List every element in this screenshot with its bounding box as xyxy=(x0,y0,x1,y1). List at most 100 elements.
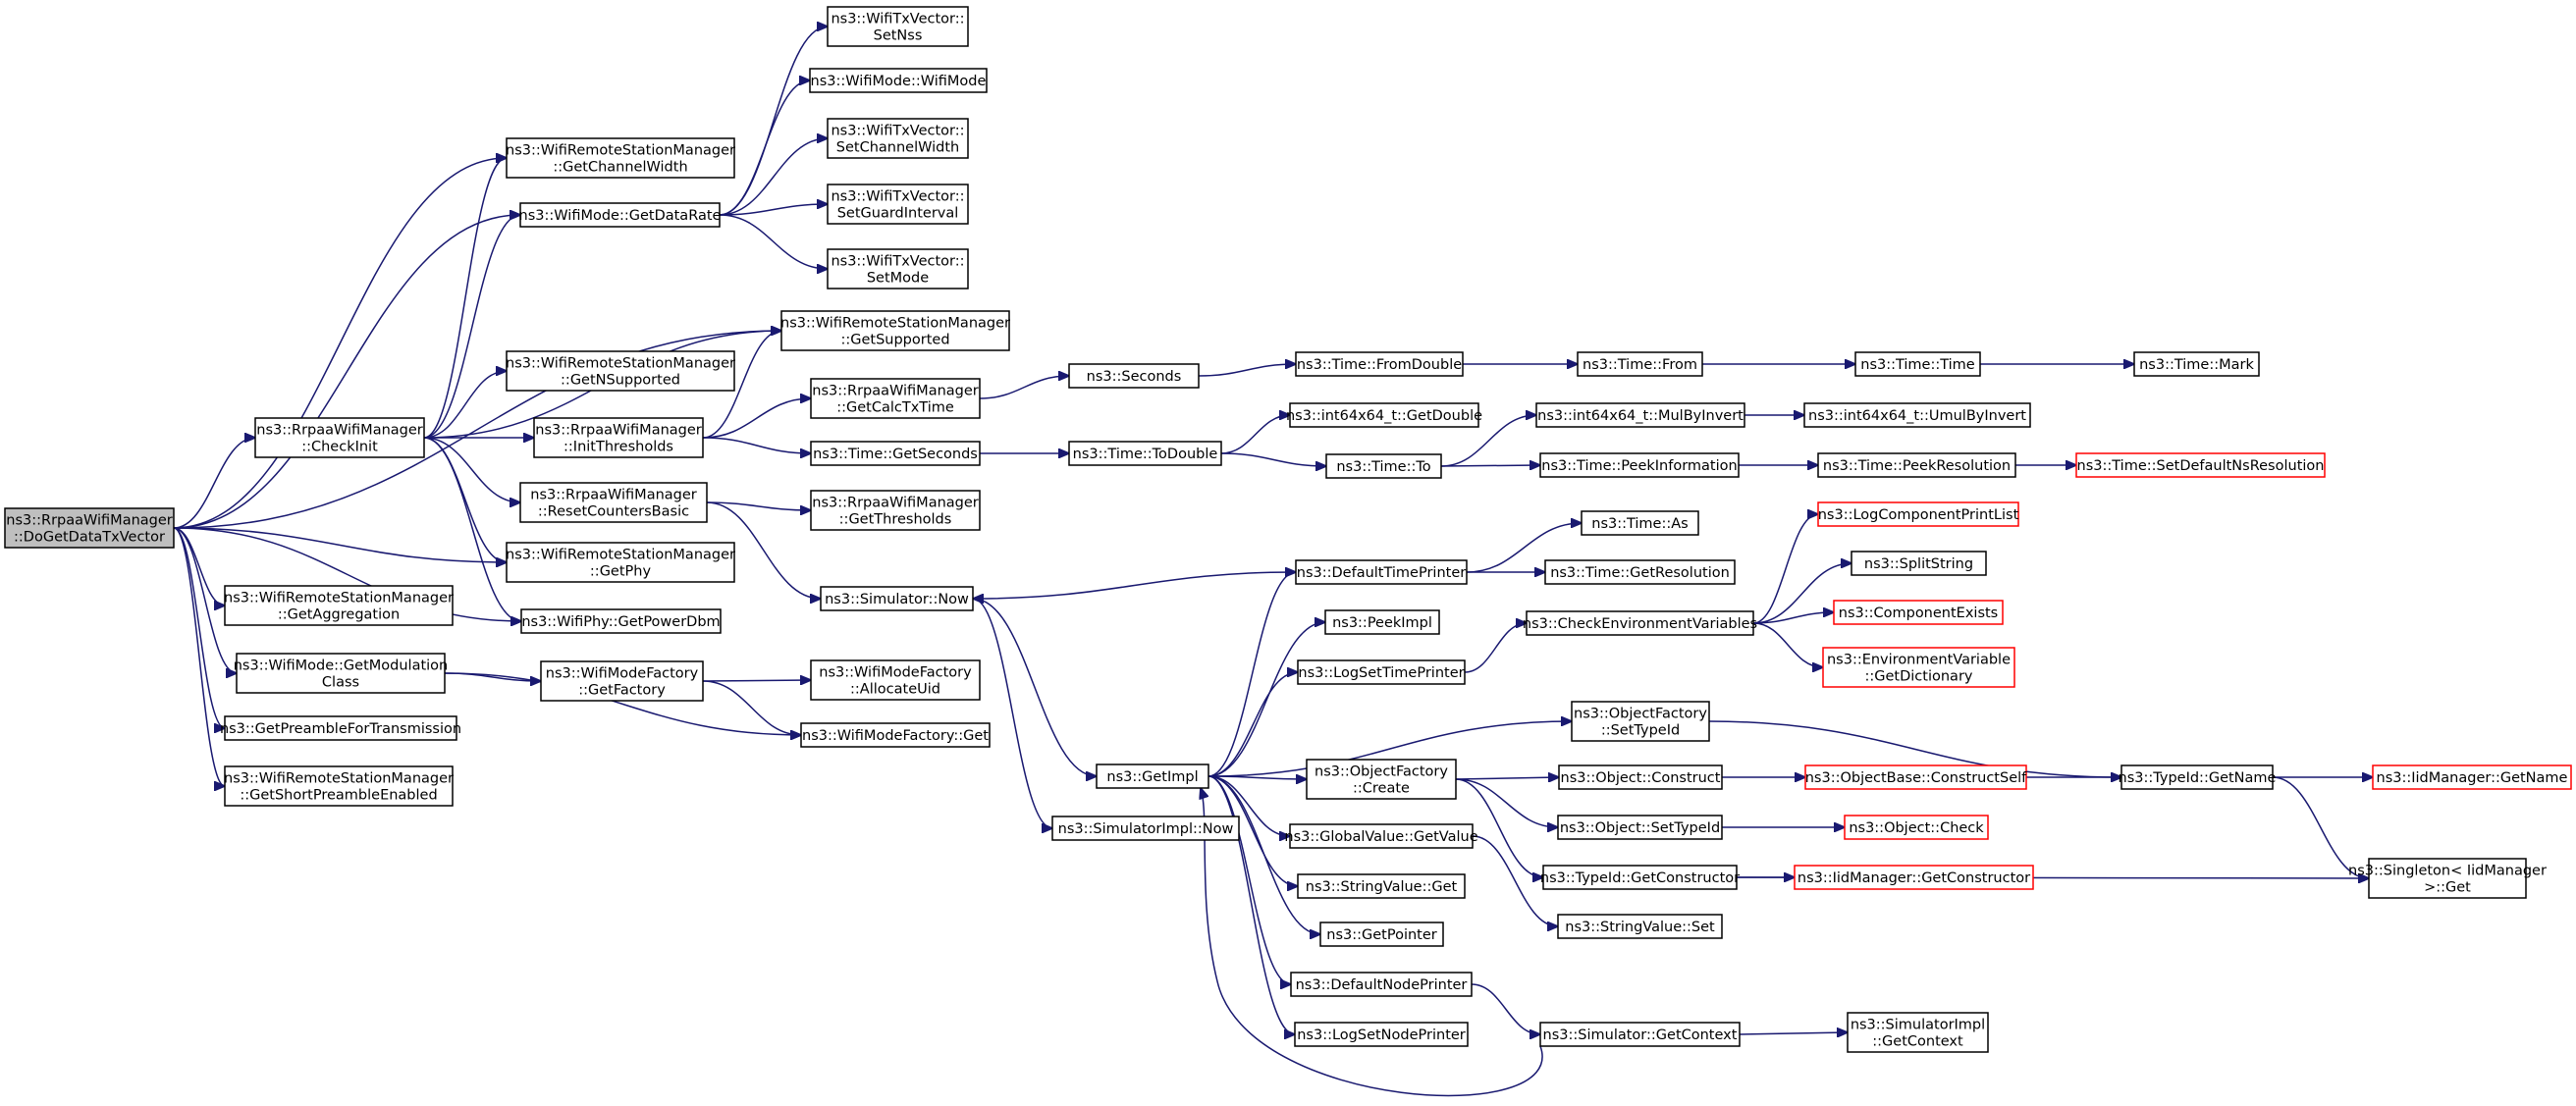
node-initthresholds[interactable]: ns3::RrpaaWifiManager::InitThresholds xyxy=(533,417,704,458)
node-label-line: ns3::WifiRemoteStationManager xyxy=(224,771,454,787)
node-label-line: ns3::Time::SetDefaultNsResolution xyxy=(2077,458,2325,474)
node-getcalctxtime[interactable]: ns3::RrpaaWifiManager::GetCalcTxTime xyxy=(810,378,981,419)
node-iidmanagergetname[interactable]: ns3::IidManager::GetName xyxy=(2372,764,2572,790)
node-globalvaluegetvalue[interactable]: ns3::GlobalValue::GetValue xyxy=(1284,823,1478,849)
node-setchannelwidth[interactable]: ns3::WifiTxVector::SetChannelWidth xyxy=(827,118,969,159)
edge-getimpl-to-logsetnodeprinter xyxy=(1208,775,1295,1034)
node-componentexists[interactable]: ns3::ComponentExists xyxy=(1833,600,2004,625)
node-splitstring[interactable]: ns3::SplitString xyxy=(1851,551,1987,576)
node-label-line: SetMode xyxy=(867,271,929,287)
node-label-line: ns3::ObjectBase::ConstructSelf xyxy=(1805,770,2027,786)
node-simulatorimplgetcontext[interactable]: ns3::SimulatorImpl::GetContext xyxy=(1847,1012,1989,1053)
node-mulbyinvert[interactable]: ns3::int64x64_t::MulByInvert xyxy=(1535,402,1745,428)
node-getpointer[interactable]: ns3::GetPointer xyxy=(1319,922,1444,947)
node-getfactory[interactable]: ns3::WifiModeFactory::GetFactory xyxy=(540,660,704,702)
node-timeas[interactable]: ns3::Time::As xyxy=(1581,510,1699,536)
node-timegetresolution[interactable]: ns3::Time::GetResolution xyxy=(1544,559,1736,585)
node-simulatorimplnow[interactable]: ns3::SimulatorImpl::Now xyxy=(1051,816,1240,841)
node-box xyxy=(810,490,981,531)
edge-defaultnodeprinter-to-simulatorgetcontext xyxy=(1471,983,1540,1034)
node-wifimode[interactable]: ns3::WifiMode::WifiMode xyxy=(809,68,988,93)
node-peekimpl[interactable]: ns3::PeekImpl xyxy=(1324,609,1440,635)
node-box xyxy=(1295,559,1468,585)
node-umulbyinvert[interactable]: ns3::int64x64_t::UmulByInvert xyxy=(1803,402,2031,428)
node-getpreamble[interactable]: ns3::GetPreambleForTransmission xyxy=(220,715,461,741)
edge-root-to-getpowerdbm xyxy=(173,527,521,621)
node-objfactorycreate[interactable]: ns3::ObjectFactory::Create xyxy=(1306,759,1457,800)
node-setmode[interactable]: ns3::WifiTxVector::SetMode xyxy=(827,248,969,290)
node-allocateuid[interactable]: ns3::WifiModeFactory::AllocateUid xyxy=(810,659,981,701)
node-typeidgetname[interactable]: ns3::TypeId::GetName xyxy=(2119,764,2277,790)
node-getchannelwidth[interactable]: ns3::WifiRemoteStationManager::GetChanne… xyxy=(506,137,735,179)
edge-resetcountersbasic-to-getthresholds xyxy=(706,501,811,510)
node-box xyxy=(1068,363,1200,389)
node-checkinit[interactable]: ns3::RrpaaWifiManager::CheckInit xyxy=(254,417,425,458)
node-label-line: >::Get xyxy=(2424,880,2471,896)
node-getnsupported[interactable]: ns3::WifiRemoteStationManager::GetNSuppo… xyxy=(506,350,735,392)
node-objectcheck[interactable]: ns3::Object::Check xyxy=(1844,815,1989,840)
edge-typeidgetname-to-singletonget xyxy=(2272,776,2369,878)
node-getthresholds[interactable]: ns3::RrpaaWifiManager::GetThresholds xyxy=(810,490,981,531)
node-getimpl[interactable]: ns3::GetImpl xyxy=(1096,764,1209,789)
node-objectsettypeid[interactable]: ns3::Object::SetTypeId xyxy=(1557,815,1723,840)
node-stringvalueget[interactable]: ns3::StringValue::Get xyxy=(1297,873,1466,899)
node-peekinformation[interactable]: ns3::Time::PeekInformation xyxy=(1539,452,1740,478)
node-wifimodefactoryget[interactable]: ns3::WifiModeFactory::Get xyxy=(800,722,991,748)
node-defaultnodeprinter[interactable]: ns3::DefaultNodePrinter xyxy=(1290,972,1473,997)
node-timemark[interactable]: ns3::Time::Mark xyxy=(2133,351,2260,377)
node-timeto[interactable]: ns3::Time::To xyxy=(1325,453,1442,479)
node-objfactorysettypeid[interactable]: ns3::ObjectFactory::SetTypeId xyxy=(1571,701,1710,742)
node-getaggregation[interactable]: ns3::WifiRemoteStationManager::GetAggreg… xyxy=(224,585,454,626)
node-logsettimeprinter[interactable]: ns3::LogSetTimePrinter xyxy=(1297,659,1466,685)
node-box xyxy=(1804,764,2027,790)
node-box xyxy=(809,68,988,93)
node-label-line: ns3::LogSetTimePrinter xyxy=(1298,665,1464,681)
node-label-line: ns3::SimulatorImpl::Now xyxy=(1058,821,1234,837)
node-label-line: ::CheckInit xyxy=(301,440,378,455)
edge-timeto-to-peekinformation xyxy=(1440,465,1540,466)
node-root[interactable]: ns3::RrpaaWifiManager::DoGetDataTxVector xyxy=(4,507,175,549)
node-logcomponentprintlist[interactable]: ns3::LogComponentPrintList xyxy=(1817,501,2019,527)
node-resetcountersbasic[interactable]: ns3::RrpaaWifiManager::ResetCountersBasi… xyxy=(519,482,708,523)
node-box xyxy=(1581,510,1699,536)
node-box xyxy=(1306,759,1457,800)
node-logsetnodeprinter[interactable]: ns3::LogSetNodePrinter xyxy=(1294,1022,1469,1047)
node-objectconstruct[interactable]: ns3::Object::Construct xyxy=(1558,764,1723,790)
node-simulatorgetcontext[interactable]: ns3::Simulator::GetContext xyxy=(1539,1022,1741,1047)
node-peekresolution[interactable]: ns3::Time::PeekResolution xyxy=(1817,452,2016,478)
node-todouble[interactable]: ns3::Time::ToDouble xyxy=(1068,441,1222,466)
node-label-line: ns3::TypeId::GetConstructor xyxy=(1540,870,1740,886)
node-checkenvvars[interactable]: ns3::CheckEnvironmentVariables xyxy=(1523,610,1757,636)
node-defaulttimeprinter[interactable]: ns3::DefaultTimePrinter xyxy=(1295,559,1468,585)
node-setdefaultnsresolution[interactable]: ns3::Time::SetDefaultNsResolution xyxy=(2075,452,2326,478)
node-setguardinterval[interactable]: ns3::WifiTxVector::SetGuardInterval xyxy=(827,184,969,225)
node-getphy[interactable]: ns3::WifiRemoteStationManager::GetPhy xyxy=(506,542,735,583)
edge-simulatornow-to-getimpl xyxy=(972,598,1097,776)
node-typeidgetconstructor[interactable]: ns3::TypeId::GetConstructor xyxy=(1540,865,1740,890)
node-box xyxy=(827,118,969,159)
node-seconds[interactable]: ns3::Seconds xyxy=(1068,363,1200,389)
node-envvargetdict[interactable]: ns3::EnvironmentVariable::GetDictionary xyxy=(1822,647,2015,688)
node-simulatornow[interactable]: ns3::Simulator::Now xyxy=(820,586,974,611)
node-box xyxy=(800,722,991,748)
node-label-line: ::GetCalcTxTime xyxy=(836,400,954,416)
node-int64getdouble[interactable]: ns3::int64x64_t::GetDouble xyxy=(1286,402,1482,428)
node-timetime[interactable]: ns3::Time::Time xyxy=(1854,351,1981,377)
node-timefrom[interactable]: ns3::Time::From xyxy=(1577,351,1703,377)
node-constructself[interactable]: ns3::ObjectBase::ConstructSelf xyxy=(1804,764,2027,790)
node-box xyxy=(1558,764,1723,790)
node-getpowerdbm[interactable]: ns3::WifiPhy::GetPowerDbm xyxy=(520,608,722,634)
node-singletonget[interactable]: ns3::Singleton< IidManager >::Get xyxy=(2348,858,2547,899)
node-iidmanagergetconstructor[interactable]: ns3::IidManager::GetConstructor xyxy=(1794,865,2034,890)
edge-initthresholds-to-timegetseconds xyxy=(702,437,811,453)
node-getsupported[interactable]: ns3::WifiRemoteStationManager::GetSuppor… xyxy=(780,310,1010,351)
node-fromdouble[interactable]: ns3::Time::FromDouble xyxy=(1295,351,1464,377)
node-stringvalueset[interactable]: ns3::StringValue::Set xyxy=(1557,914,1723,939)
edge-objfactorycreate-to-objectsettypeid xyxy=(1455,778,1558,827)
node-setnss[interactable]: ns3::WifiTxVector::SetNss xyxy=(827,6,969,47)
node-getshortpreamble[interactable]: ns3::WifiRemoteStationManager::GetShortP… xyxy=(224,765,454,807)
node-timegetseconds[interactable]: ns3::Time::GetSeconds xyxy=(810,441,981,466)
node-label-line: ns3::Time::FromDouble xyxy=(1297,357,1462,373)
node-getdatarate[interactable]: ns3::WifiMode::GetDataRate xyxy=(519,202,722,228)
